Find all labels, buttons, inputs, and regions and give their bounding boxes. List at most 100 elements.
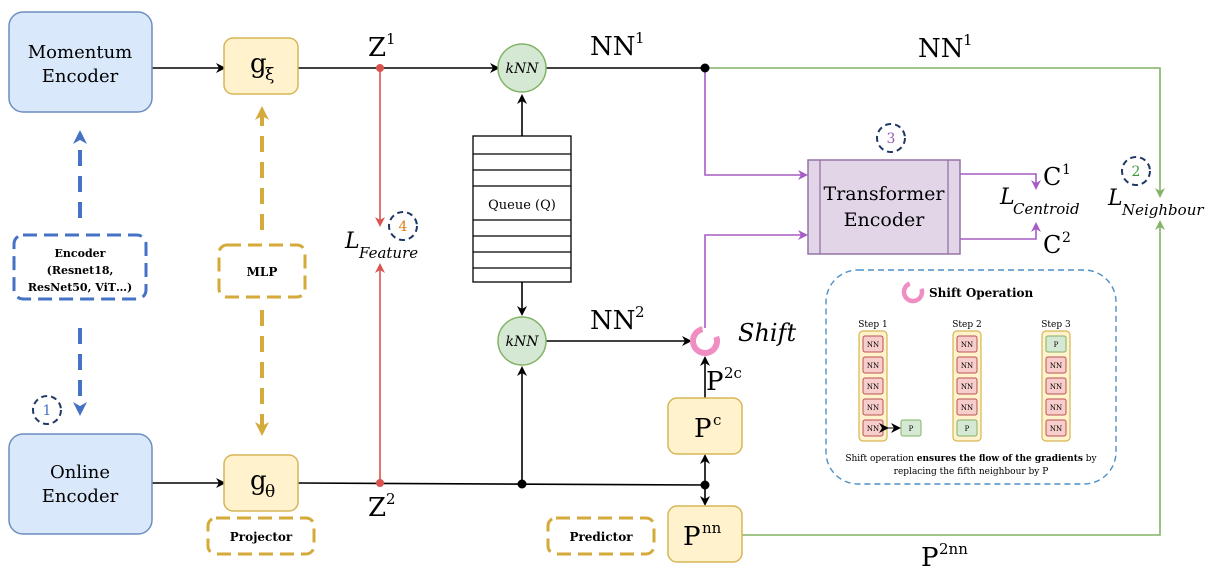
p-nn-label: P <box>683 522 701 552</box>
shift-icon <box>690 326 720 356</box>
step2-cell-2-label: NN <box>961 362 973 370</box>
p-nn-block: P nn <box>667 505 743 563</box>
step-badge-2-label: 2 <box>1132 164 1141 180</box>
label-p2c: P <box>706 367 724 397</box>
junction-main-knn <box>517 479 527 489</box>
label-nn2-sup: 2 <box>635 303 645 321</box>
projector-box-label: Projector <box>230 530 293 544</box>
mlp-dashed-box: MLP <box>217 243 307 299</box>
momentum-encoder-label-line1: Momentum <box>28 42 132 63</box>
edge-gtheta-to-main <box>297 482 706 486</box>
junction-nn1 <box>700 63 710 73</box>
step-badge-3: 3 <box>876 123 906 153</box>
mlp-box-label: MLP <box>247 265 278 279</box>
shift-caption-1b: ensures the flow of the gradients <box>917 454 1083 464</box>
step2-cell-1-label: NN <box>961 341 973 349</box>
shift-caption-1c: by <box>1083 454 1098 464</box>
step3-cell-2 <box>1045 356 1067 374</box>
edge-transformer-to-c2 <box>960 222 1041 240</box>
online-encoder-label-line1: Online <box>50 462 110 483</box>
encoder-dashed-box: Encoder (Resnet18, ResNet50, ViT…) <box>12 233 148 301</box>
label-nn2: NN <box>590 306 636 336</box>
junction-z1 <box>376 64 384 72</box>
label-nn1-mid-sup: 1 <box>635 29 645 47</box>
p-c-superscript: c <box>713 411 721 429</box>
label-nn1-mid: NN <box>590 32 636 62</box>
label-l-centroid: L <box>999 185 1015 210</box>
g-theta-block: g θ <box>223 454 299 512</box>
step2-cell-4-label: NN <box>961 404 973 412</box>
step-badge-4-label: 4 <box>399 219 408 235</box>
step3-cell-1 <box>1045 335 1067 353</box>
step3-cell-5 <box>1045 419 1067 437</box>
step1-cell-4 <box>862 398 884 416</box>
label-p2nn-sup: 2nn <box>939 540 968 558</box>
step3-cell-5-label: NN <box>1050 425 1062 433</box>
shift-step-3-column: P NN NN NN NN <box>1041 330 1071 442</box>
shift-step-1-column: NN NN NN NN NN <box>858 330 888 442</box>
encoder-box-line2: (Resnet18, <box>47 264 114 277</box>
knn-bottom-node: kNN <box>497 316 547 366</box>
step2-cell-1 <box>956 335 978 353</box>
g-xi-subscript: ξ <box>265 65 274 85</box>
panel-shift-icon <box>901 280 925 304</box>
encoder-box-line3: ResNet50, ViT…) <box>28 281 132 294</box>
transformer-encoder-block: Transformer Encoder <box>807 159 961 255</box>
edge-nn1-to-lneighbour <box>705 67 1165 198</box>
momentum-encoder-label-line2: Encoder <box>42 66 119 87</box>
knn-top-node: kNN <box>497 43 547 93</box>
step3-cell-3 <box>1045 377 1067 395</box>
label-l-neighbour: L <box>1107 186 1123 211</box>
shift-caption-line2: replacing the fifth neighbour by P <box>894 467 1049 477</box>
g-theta-subscript: θ <box>265 482 275 502</box>
shift-step-2-column: NN NN NN NN P <box>952 330 982 442</box>
step3-cell-1-label: P <box>1054 341 1059 349</box>
step3-cell-2-label: NN <box>1050 362 1062 370</box>
label-z2: Z <box>368 493 386 523</box>
label-l-feature-sub: Feature <box>358 244 418 262</box>
step3-cell-3-label: NN <box>1050 383 1062 391</box>
step-badge-1: 1 <box>32 395 62 425</box>
momentum-encoder-block: Momentum Encoder <box>8 11 153 113</box>
predictor-box-label: Predictor <box>569 530 633 544</box>
step2-cell-3 <box>956 377 978 395</box>
label-l-feature: L <box>344 229 360 254</box>
label-nn1-right: NN <box>918 34 964 64</box>
label-l-centroid-sub: Centroid <box>1013 200 1080 218</box>
step-badge-4: 4 <box>388 211 418 241</box>
label-c1-sup: 1 <box>1062 162 1071 178</box>
step1-cell-3 <box>862 377 884 395</box>
extra-p-cell-label: P <box>909 425 914 433</box>
step1-cell-3-label: NN <box>867 383 879 391</box>
step2-cell-3-label: NN <box>961 383 973 391</box>
label-c1: C <box>1043 163 1061 191</box>
online-encoder-block: Online Encoder <box>8 433 153 535</box>
edge-labels: Z 1 Z 2 NN 1 NN 1 NN 2 P 2c P 2nn C 1 C … <box>344 29 1204 573</box>
step2-cell-5 <box>956 419 978 437</box>
label-z1: Z <box>368 33 386 63</box>
queue-block: Queue (Q) <box>472 135 572 283</box>
edge-nn1-to-transformer <box>704 68 808 180</box>
step-badge-2: 2 <box>1121 156 1151 186</box>
label-z2-sup: 2 <box>386 490 396 508</box>
g-xi-label: g <box>250 49 267 79</box>
shift-step-3-label: Step 3 <box>1041 320 1071 330</box>
p-c-block: P c <box>667 397 743 455</box>
label-p2c-sup: 2c <box>724 364 742 382</box>
step2-cell-5-label: P <box>965 425 970 433</box>
encoder-box-line1: Encoder <box>55 247 106 260</box>
shift-panel-title: Shift Operation <box>929 286 1034 300</box>
step1-cell-1-label: NN <box>867 341 879 349</box>
dashed-arrows <box>73 106 269 436</box>
junction-dots <box>376 63 710 490</box>
transformer-label-line1: Transformer <box>824 183 946 205</box>
edge-shift-to-transformer <box>704 230 808 328</box>
step1-cell-1 <box>862 335 884 353</box>
label-c2: C <box>1043 231 1061 259</box>
step2-cell-4 <box>956 398 978 416</box>
step-badge-3-label: 3 <box>887 131 896 147</box>
shift-caption-line1: Shift operation ensures the flow of the … <box>845 454 1097 464</box>
edge-transformer-to-c1 <box>960 173 1041 190</box>
shift-operation-panel: Shift Operation Step 1 Step 2 Step 3 NN … <box>825 269 1117 485</box>
online-encoder-label-line2: Encoder <box>42 486 119 507</box>
